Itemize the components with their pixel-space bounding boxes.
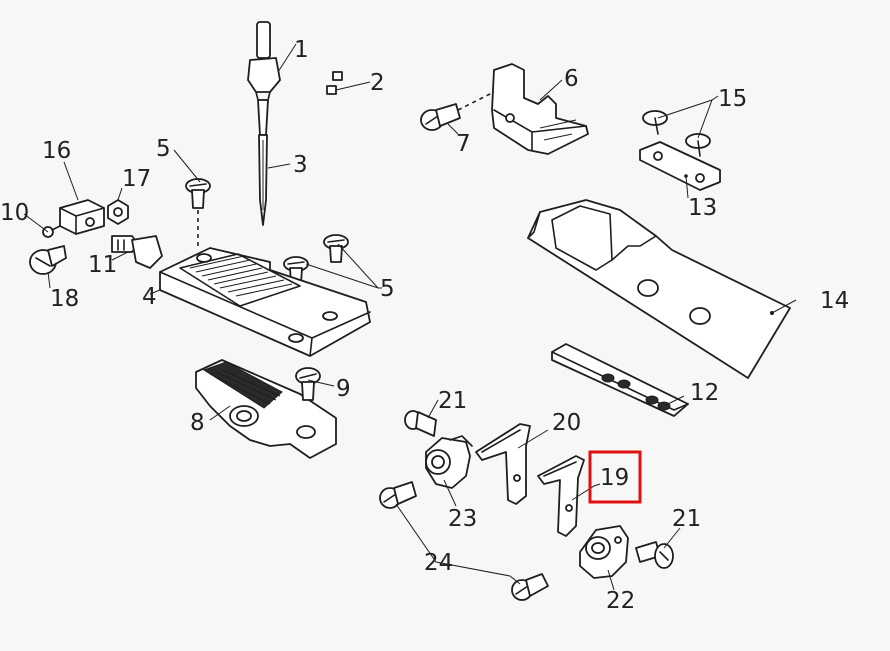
- callout-5-right: 5: [380, 276, 395, 302]
- part-screw-5-left: [185, 178, 211, 209]
- part-looper-19: [537, 455, 585, 537]
- callout-11: 11: [88, 252, 117, 278]
- callout-7: 7: [456, 131, 471, 157]
- part-guide-bar-12: [551, 343, 689, 417]
- part-tension-block: [59, 199, 129, 235]
- highlight-box-19: [588, 450, 642, 504]
- callout-4: 4: [142, 284, 157, 310]
- part-needle: [257, 99, 269, 226]
- part-screw-21-upper: [404, 410, 437, 437]
- callout-21-upper: 21: [438, 388, 467, 414]
- callout-21-lower: 21: [672, 506, 701, 532]
- part-screws-15: [642, 110, 711, 157]
- callout-23: 23: [448, 506, 477, 532]
- part-screw-5-right: [323, 234, 349, 263]
- leader-lines: [23, 43, 797, 591]
- callout-5-top: 5: [156, 136, 171, 162]
- part-screw-10: [42, 225, 61, 238]
- part-presser-foot: [491, 63, 589, 155]
- callout-14: 14: [820, 288, 849, 314]
- callout-3: 3: [293, 152, 308, 178]
- callout-15: 15: [718, 86, 747, 112]
- part-screw-7: [420, 91, 495, 131]
- part-looper-holder-22: [579, 525, 629, 579]
- callout-18: 18: [50, 286, 79, 312]
- part-throat-plate-13: [639, 141, 721, 191]
- callout-16: 16: [42, 138, 71, 164]
- part-screw-21-lower: [635, 541, 674, 569]
- callout-10: 10: [0, 200, 29, 226]
- callout-19: 19: [600, 465, 629, 491]
- callout-8: 8: [190, 410, 205, 436]
- callout-1: 1: [294, 37, 309, 63]
- part-needle-plate: [159, 247, 371, 357]
- callout-22: 22: [606, 588, 635, 614]
- part-screw-18: [29, 245, 67, 275]
- part-cover-plate-14: [527, 199, 791, 379]
- part-feed-dog: [195, 359, 337, 459]
- part-screw-24-right: [511, 573, 549, 601]
- callout-12: 12: [690, 380, 719, 406]
- callout-17: 17: [122, 166, 151, 192]
- callout-9: 9: [336, 376, 351, 402]
- part-looper-20: [475, 423, 531, 505]
- callout-6: 6: [564, 66, 579, 92]
- callout-2: 2: [370, 70, 385, 96]
- part-screw-24-left: [379, 481, 417, 509]
- callout-20: 20: [552, 410, 581, 436]
- part-screw-9: [295, 367, 321, 401]
- part-needle-clamp: [247, 21, 281, 101]
- callout-labels: 1 2 3 4 5 5 6 7 8 9 10 11 12 13 14 15 16…: [0, 37, 849, 614]
- part-looper-holder-23: [425, 435, 473, 489]
- part-small-screws: [326, 71, 343, 95]
- part-thread-guide-11: [111, 235, 163, 269]
- callout-13: 13: [688, 195, 717, 221]
- callout-24: 24: [424, 550, 453, 576]
